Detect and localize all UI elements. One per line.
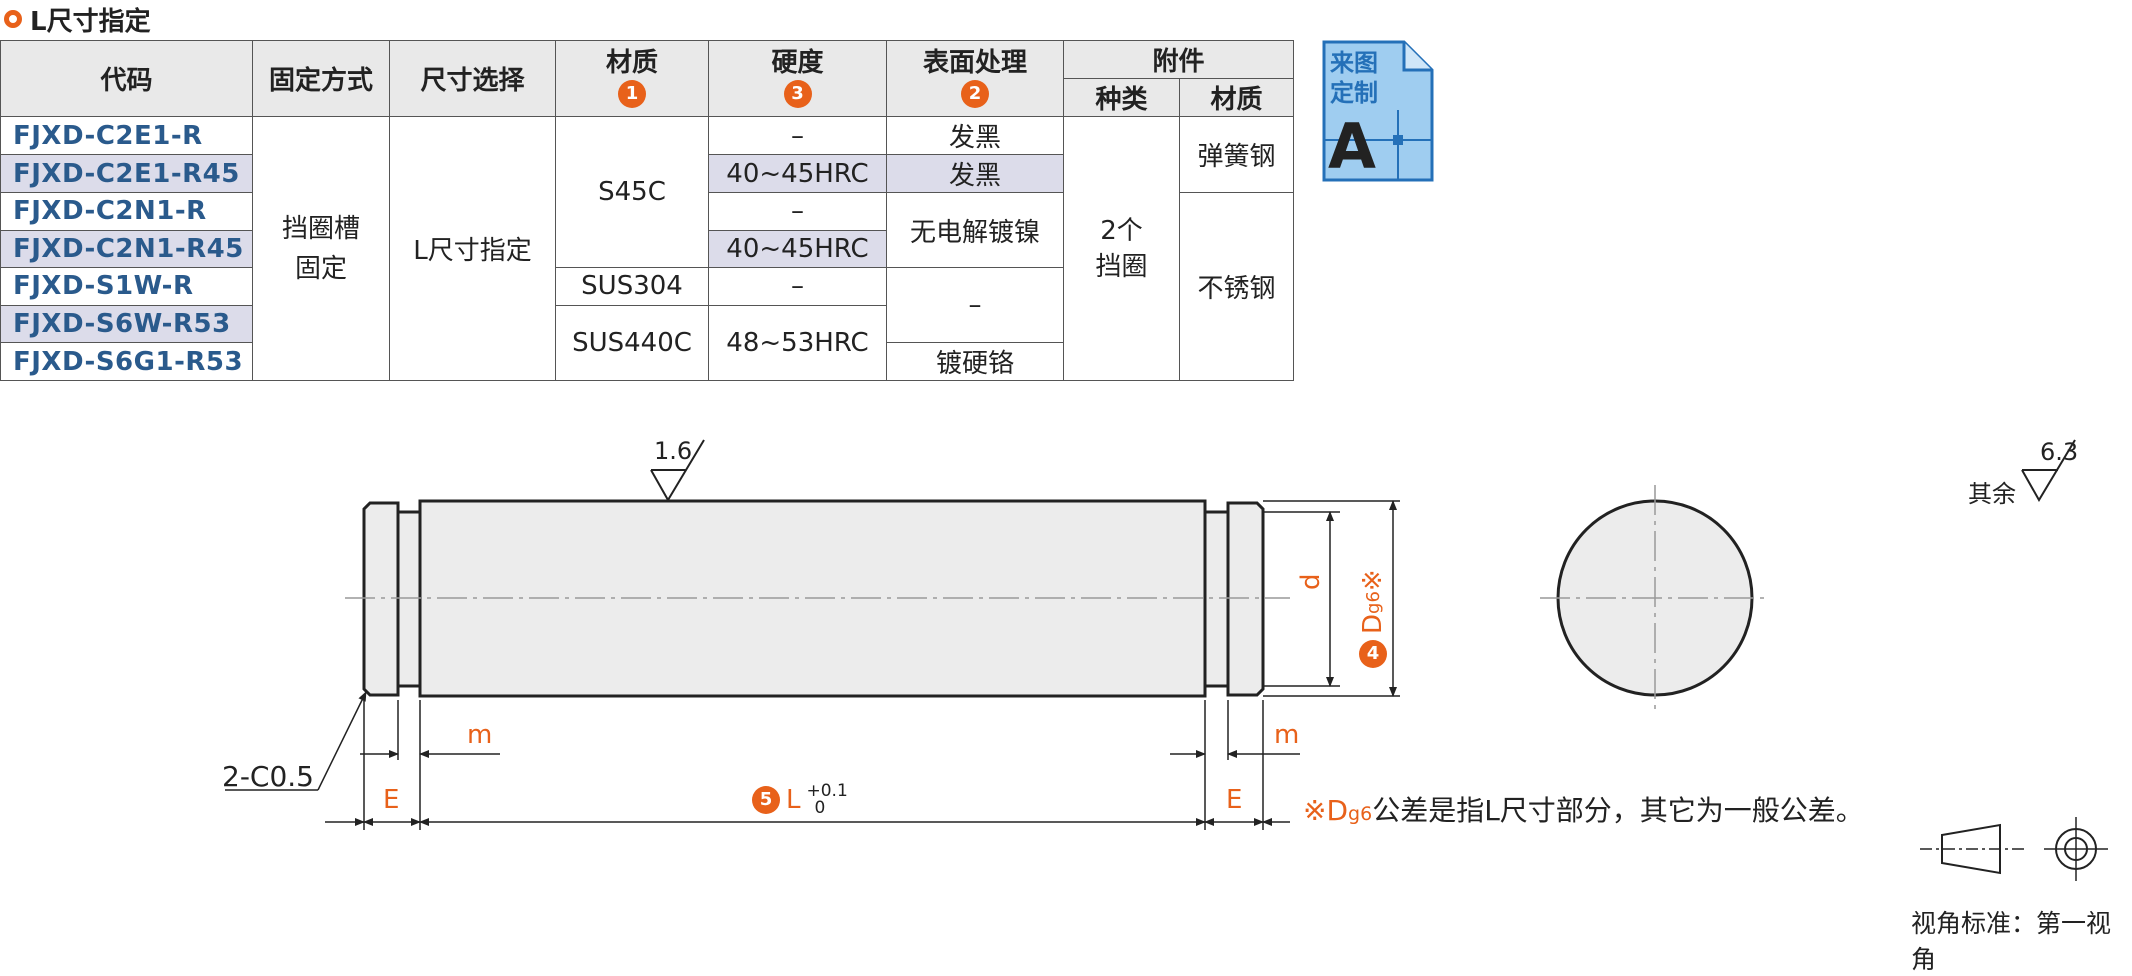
hardness-cell: 48~53HRC — [708, 304, 887, 381]
header-hardness-label: 硬度 — [771, 48, 824, 79]
surface-cell: – — [886, 267, 1064, 343]
dim-D-sub: g6 — [1362, 591, 1384, 614]
table-row-code: FJXD-S1W-R — [0, 267, 253, 306]
spec-table: 代码 固定方式 尺寸选择 材质 1 硬度 3 表面处理 2 附件 种类 材质 F… — [0, 40, 1295, 381]
header-material-label: 材质 — [605, 48, 658, 79]
hardness-cell: – — [708, 116, 887, 155]
dim-L-letter: L — [786, 785, 801, 815]
surface-cell: 发黑 — [886, 154, 1064, 193]
material-cell-sus304: SUS304 — [555, 267, 709, 306]
note-mark: ※ — [1303, 794, 1327, 827]
surface-cell: 发黑 — [886, 116, 1064, 155]
tolerance-note: ※Dg6公差是指L尺寸部分，其它为一般公差。 — [1303, 789, 1864, 829]
material-cell-sus440c: SUS440C — [555, 304, 709, 381]
dim-L-label: 5 L +0.1 0 — [752, 783, 848, 817]
section-title-text: L尺寸指定 — [30, 6, 151, 37]
projection-symbol — [1920, 817, 2108, 881]
fix-method-cell: 挡圈槽固定 — [252, 116, 390, 381]
hardness-cell: 40~45HRC — [708, 154, 887, 193]
roughness-value: 1.6 — [654, 437, 693, 465]
acc-material-cell: 弹簧钢 — [1178, 116, 1295, 193]
custom-icon-line2: 定制 — [1330, 79, 1378, 107]
dim-d — [1263, 511, 1340, 687]
size-select-cell: L尺寸指定 — [389, 116, 556, 381]
header-surface: 表面处理 2 — [886, 40, 1064, 117]
dim-e-left: E — [383, 785, 400, 815]
dim-m-right: m — [1274, 720, 1300, 750]
hardness-cell: 40~45HRC — [708, 229, 887, 268]
dim-m-left: m — [467, 720, 493, 750]
header-fix-method: 固定方式 — [252, 40, 390, 117]
dim-L-tolerance: +0.1 0 — [807, 783, 848, 817]
section-title: L尺寸指定 — [0, 0, 151, 38]
ring-bullet-icon — [4, 10, 22, 28]
fix-method-line1: 挡圈槽 — [281, 213, 360, 244]
note-D-sub: g6 — [1348, 803, 1373, 825]
roughness-rest-value: 6.3 — [2040, 438, 2079, 466]
header-code: 代码 — [0, 40, 253, 117]
custom-icon-letter: A — [1328, 110, 1376, 183]
dim-d-label: d — [1296, 573, 1326, 590]
shaft-body — [362, 499, 1265, 698]
note-text: 公差是指L尺寸部分，其它为一般公差。 — [1372, 794, 1864, 827]
fix-method-line2: 固定 — [294, 253, 347, 284]
dim-D-badge: 4 — [1359, 640, 1387, 668]
table-row-code: FJXD-S6G1-R53 — [0, 342, 253, 381]
table-row-code: FJXD-C2N1-R45 — [0, 229, 253, 268]
hardness-badge: 3 — [783, 79, 812, 108]
table-row-code: FJXD-S6W-R53 — [0, 304, 253, 343]
table-row-code: FJXD-C2E1-R — [0, 116, 253, 155]
custom-drawing-icon[interactable]: 来图定制 A — [1318, 40, 1436, 184]
header-material: 材质 1 — [555, 40, 709, 117]
surface-cell: 无电解镀镍 — [886, 192, 1064, 268]
material-cell-s45c: S45C — [555, 116, 709, 268]
dim-e-right: E — [1226, 785, 1243, 815]
end-view-circle — [1556, 499, 1754, 697]
custom-icon-line1: 来图 — [1330, 49, 1378, 77]
dim-L-tol-upper: +0.1 — [806, 781, 848, 801]
header-accessory: 附件 — [1062, 40, 1295, 79]
table-row-code: FJXD-C2E1-R45 — [0, 154, 253, 193]
acc-material-cell: 不锈钢 — [1178, 192, 1295, 381]
document-icon — [1322, 40, 1434, 182]
dim-D-letter: D — [1358, 613, 1388, 634]
header-acc-material: 材质 — [1178, 78, 1295, 117]
table-row-code: FJXD-C2N1-R — [0, 192, 253, 231]
acc-type-line1: 2个 — [1100, 215, 1143, 246]
hardness-cell: – — [708, 267, 887, 306]
header-size-select: 尺寸选择 — [389, 40, 556, 117]
header-acc-type: 种类 — [1063, 78, 1180, 117]
dim-L-tol-lower: 0 — [814, 798, 826, 818]
hardness-cell: – — [708, 192, 887, 231]
acc-type-cell: 2个挡圈 — [1063, 116, 1180, 381]
chamfer-label: 2-C0.5 — [222, 760, 314, 793]
dim-D-mark: ※ — [1358, 569, 1388, 592]
note-D: D — [1326, 794, 1349, 827]
acc-type-line2: 挡圈 — [1095, 251, 1148, 282]
dim-L-badge: 5 — [752, 786, 780, 814]
material-badge: 1 — [618, 79, 646, 108]
view-standard: 视角标准：第一视角 — [1911, 909, 2112, 974]
roughness-rest-label: 其余 — [1968, 480, 2016, 508]
header-surface-label: 表面处理 — [922, 48, 1027, 79]
surface-badge: 2 — [961, 79, 989, 108]
surface-cell: 镀硬铬 — [886, 342, 1064, 381]
header-hardness: 硬度 3 — [708, 40, 887, 117]
